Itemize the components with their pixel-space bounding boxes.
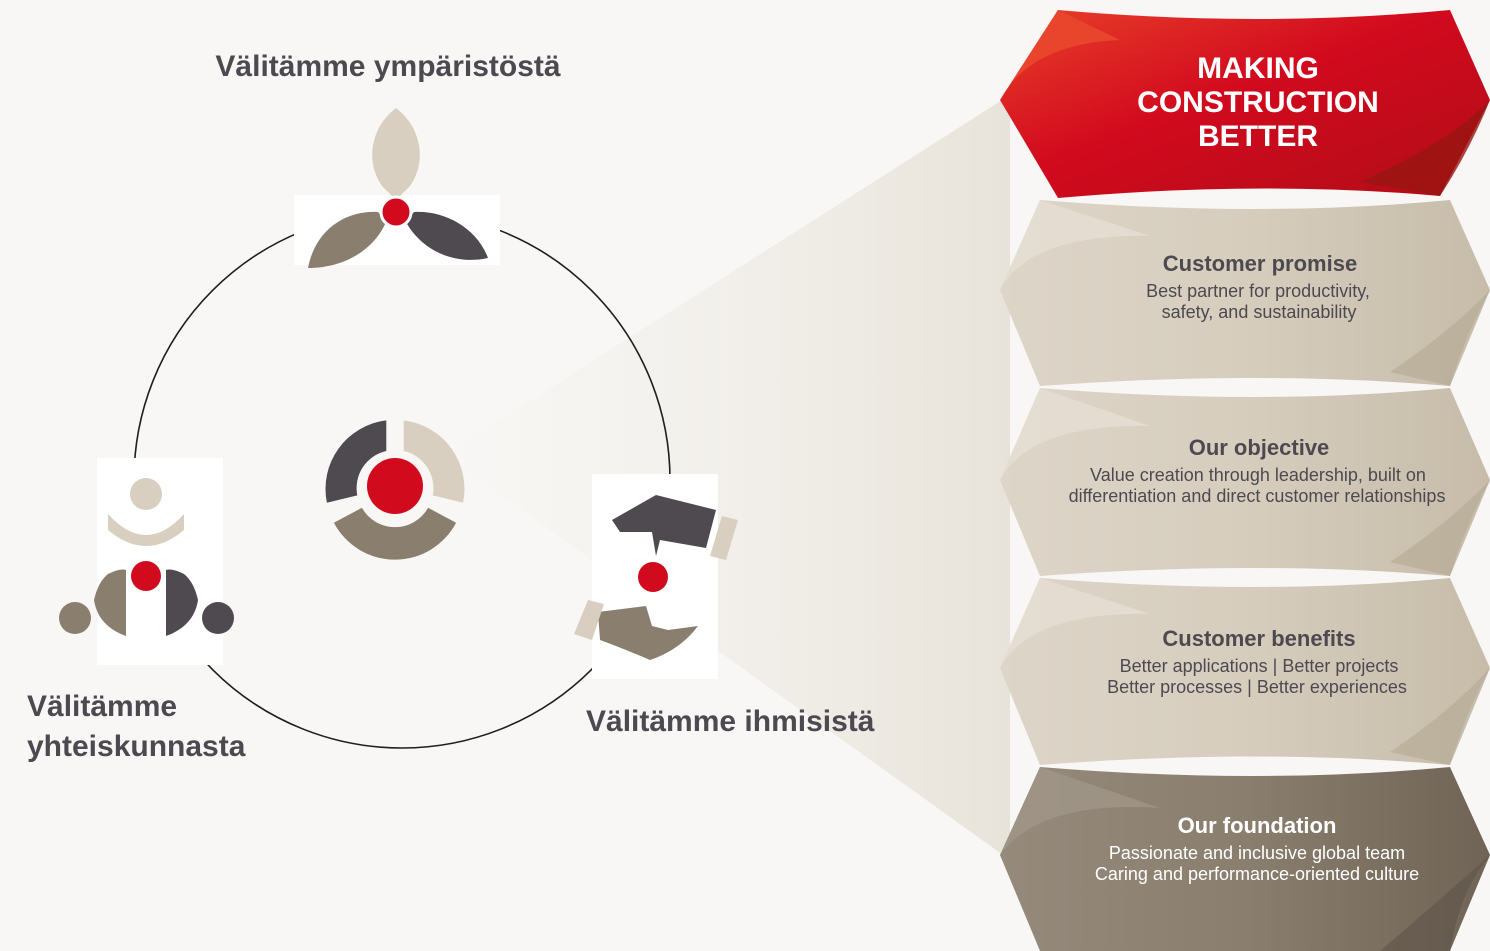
customer-promise-title: Customer promise [1163, 251, 1357, 276]
ribbon-customer-promise [1000, 200, 1490, 386]
society-label-line1: Välitämme [27, 690, 177, 723]
people-group-icon [59, 458, 234, 665]
society-label-line2: yhteiskunnasta [27, 730, 246, 763]
our-foundation-line2: Caring and performance-oriented culture [1095, 864, 1419, 884]
ribbon-our-foundation [1000, 767, 1490, 951]
header-line3: BETTER [1198, 120, 1318, 153]
customer-benefits-line1: Better applications | Better projects [1120, 656, 1399, 676]
header-line2: CONSTRUCTION [1137, 86, 1379, 119]
ribbon-our-objective [1000, 388, 1490, 576]
ribbon-customer-benefits [1000, 578, 1490, 765]
our-objective-line1: Value creation through leadership, built… [1090, 465, 1426, 485]
customer-benefits-title: Customer benefits [1162, 626, 1355, 651]
customer-promise-line1: Best partner for productivity, [1146, 281, 1370, 301]
tri-segment-ring-icon [325, 420, 465, 560]
projection-beam [445, 95, 1010, 860]
our-objective-line2: differentiation and direct customer rela… [1069, 486, 1446, 506]
handshake-icon [574, 474, 738, 679]
our-foundation-title: Our foundation [1178, 813, 1337, 838]
customer-benefits-line2: Better processes | Better experiences [1107, 677, 1407, 697]
ribbon-header [1000, 10, 1490, 198]
header-line1: MAKING [1197, 52, 1319, 85]
environment-label: Välitämme ympäristöstä [215, 50, 560, 83]
leaf-trefoil-icon [294, 108, 500, 268]
customer-promise-line2: safety, and sustainability [1162, 302, 1357, 322]
our-foundation-line1: Passionate and inclusive global team [1109, 843, 1405, 863]
our-objective-title: Our objective [1189, 435, 1330, 460]
people-label: Välitämme ihmisistä [586, 705, 875, 738]
